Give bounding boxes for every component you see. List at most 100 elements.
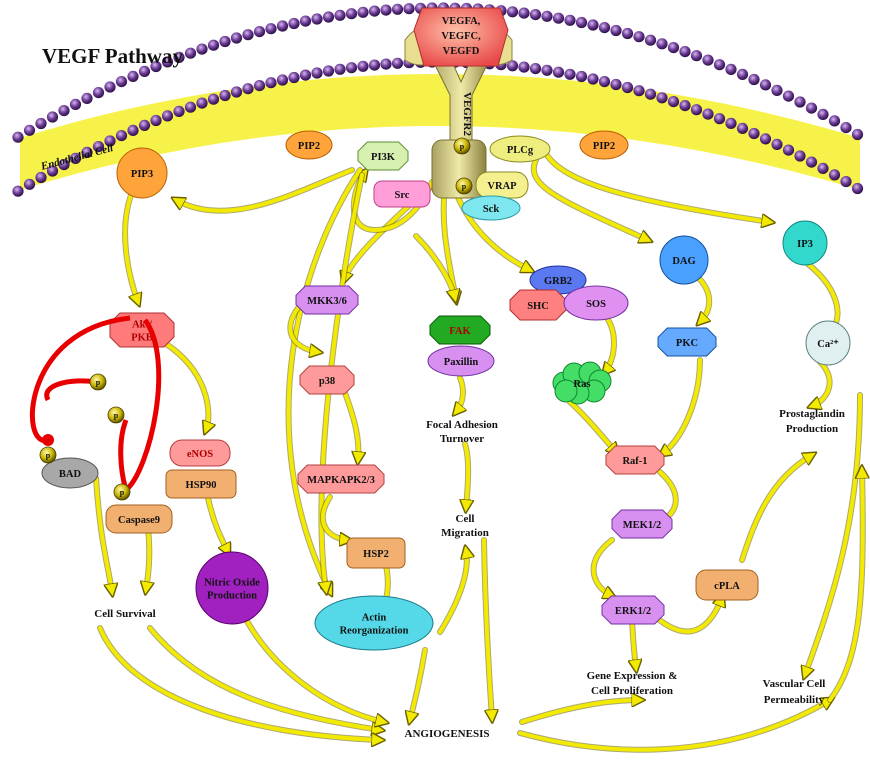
mkk-node-label: MKK3/6 bbox=[307, 296, 347, 307]
raf-node-label: Raf-1 bbox=[622, 456, 647, 467]
phospho-group-icon: p bbox=[455, 177, 473, 195]
phospho-group-icon: p bbox=[453, 137, 471, 155]
src-node: Src bbox=[373, 180, 431, 208]
pip2-left-node: PIP2 bbox=[285, 130, 333, 160]
cell-survival-label: Cell Survival bbox=[94, 608, 155, 620]
bad-node-label: BAD bbox=[59, 469, 82, 480]
sos-node-label: SOS bbox=[586, 299, 606, 310]
vrap-node: VRAP bbox=[475, 171, 529, 199]
bad-node: BAD bbox=[41, 457, 99, 489]
hsp90-node: HSP90 bbox=[165, 469, 237, 499]
sos-node: SOS bbox=[563, 285, 629, 321]
p38-node-label: p38 bbox=[319, 376, 335, 387]
phospho-label: p bbox=[460, 142, 465, 151]
mapkapk-node: MAPKAPK2/3 bbox=[297, 464, 385, 494]
enos-node-label: eNOS bbox=[187, 449, 213, 460]
pathway-arrows bbox=[93, 149, 863, 753]
mapkapk-node-label: MAPKAPK2/3 bbox=[307, 475, 375, 486]
mek-node: MEK1/2 bbox=[611, 509, 673, 539]
ip3-node-label: IP3 bbox=[797, 239, 813, 250]
p38-node: p38 bbox=[299, 365, 355, 395]
mkk-node: MKK3/6 bbox=[295, 285, 359, 315]
akt-node-label: PKB bbox=[131, 333, 153, 344]
fak-node: FAK bbox=[429, 315, 491, 345]
caspase9-node: Caspase9 bbox=[105, 504, 173, 534]
dag-node: DAG bbox=[659, 235, 709, 285]
shc-node-label: SHC bbox=[527, 301, 549, 312]
gene-expression-label-1: Gene Expression & bbox=[587, 670, 678, 682]
phospho-label: p bbox=[120, 488, 125, 497]
pip2-left-node-label: PIP2 bbox=[298, 141, 320, 152]
vegf-ligand: VEGFA, VEGFC, VEGFD bbox=[413, 7, 509, 67]
prostaglandin-label-2: Production bbox=[786, 423, 838, 435]
phospho-group-icon: p bbox=[107, 406, 125, 424]
focal-adhesion-label-1: Focal Adhesion bbox=[426, 419, 498, 431]
raf-node: Raf-1 bbox=[605, 445, 665, 475]
cpla-node-label: cPLA bbox=[714, 581, 740, 592]
actin-node-label: Actin bbox=[362, 613, 387, 624]
akt-node-label: Akt/ bbox=[132, 320, 153, 331]
cell-migration-label-2: Migration bbox=[441, 527, 489, 539]
mek-node-label: MEK1/2 bbox=[623, 520, 662, 531]
outcome-labels: Cell Survival Focal Adhesion Turnover Ce… bbox=[94, 408, 845, 740]
ligand-line-3: VEGFD bbox=[443, 46, 480, 57]
cpla-node: cPLA bbox=[695, 569, 759, 601]
ligand-line-2: VEGFC, bbox=[441, 31, 481, 42]
paxillin-node: Paxillin bbox=[427, 345, 495, 377]
phospho-group-icon: p bbox=[39, 446, 57, 464]
hsp90-node-label: HSP90 bbox=[186, 480, 217, 491]
caspase9-node-label: Caspase9 bbox=[118, 515, 160, 526]
actin-node-label: Reorganization bbox=[340, 626, 409, 637]
enos-node: eNOS bbox=[169, 439, 231, 467]
ca-node-label: Ca²⁺ bbox=[817, 339, 839, 350]
akt-node: Akt/PKB bbox=[109, 312, 175, 348]
vrap-node-label: VRAP bbox=[487, 181, 517, 192]
pip2-right-node: PIP2 bbox=[579, 130, 629, 160]
pkc-node-label: PKC bbox=[676, 338, 698, 349]
phospho-label: p bbox=[96, 378, 101, 387]
ca-node: Ca²⁺ bbox=[805, 320, 851, 366]
hsp2-node: HSP2 bbox=[346, 537, 406, 569]
plcg-node-label: PLCg bbox=[507, 145, 534, 156]
pip3-node: PIP3 bbox=[116, 147, 168, 199]
page-title: VEGF Pathway bbox=[42, 44, 183, 68]
hsp2-node-label: HSP2 bbox=[363, 549, 389, 560]
pip2-right-node-label: PIP2 bbox=[593, 141, 615, 152]
phospho-group-icon: p bbox=[89, 373, 107, 391]
sck-node: Sck bbox=[461, 195, 521, 221]
ip3-node: IP3 bbox=[782, 220, 828, 266]
gene-expression-label-2: Cell Proliferation bbox=[591, 685, 673, 697]
receptor-label: VEGFR2 bbox=[461, 92, 473, 137]
paxillin-node-label: Paxillin bbox=[444, 357, 479, 368]
ras-node: Ras bbox=[552, 361, 612, 405]
prostaglandin-label-1: Prostaglandin bbox=[779, 408, 845, 420]
ras-node-label: Ras bbox=[574, 379, 591, 390]
plcg-node: PLCg bbox=[489, 135, 551, 163]
phospho-label: p bbox=[462, 182, 467, 191]
no-node-label: Nitric Oxide bbox=[204, 578, 260, 589]
ligand-line-1: VEGFA, bbox=[442, 16, 481, 27]
angiogenesis-label: ANGIOGENESIS bbox=[405, 728, 490, 740]
src-node-label: Src bbox=[395, 190, 410, 201]
phospho-label: p bbox=[114, 411, 119, 420]
phospho-label: p bbox=[46, 451, 51, 460]
erk-node: ERK1/2 bbox=[601, 595, 665, 625]
permeability-label-2: Permeability bbox=[764, 694, 825, 706]
fak-node-label: FAK bbox=[449, 326, 471, 337]
shc-node: SHC bbox=[509, 289, 567, 321]
focal-adhesion-label-2: Turnover bbox=[440, 433, 484, 445]
cell-migration-label-1: Cell bbox=[456, 513, 475, 525]
dag-node-label: DAG bbox=[672, 256, 695, 267]
permeability-label-1: Vascular Cell bbox=[763, 678, 826, 690]
no-node-label: Production bbox=[207, 591, 257, 602]
grb2-node-label: GRB2 bbox=[544, 276, 572, 287]
pip3-node-label: PIP3 bbox=[131, 169, 153, 180]
sck-node-label: Sck bbox=[483, 204, 500, 215]
pi3k-node: PI3K bbox=[357, 141, 409, 171]
pkc-node: PKC bbox=[657, 327, 717, 357]
pi3k-node-label: PI3K bbox=[371, 152, 396, 163]
erk-node-label: ERK1/2 bbox=[615, 606, 651, 617]
